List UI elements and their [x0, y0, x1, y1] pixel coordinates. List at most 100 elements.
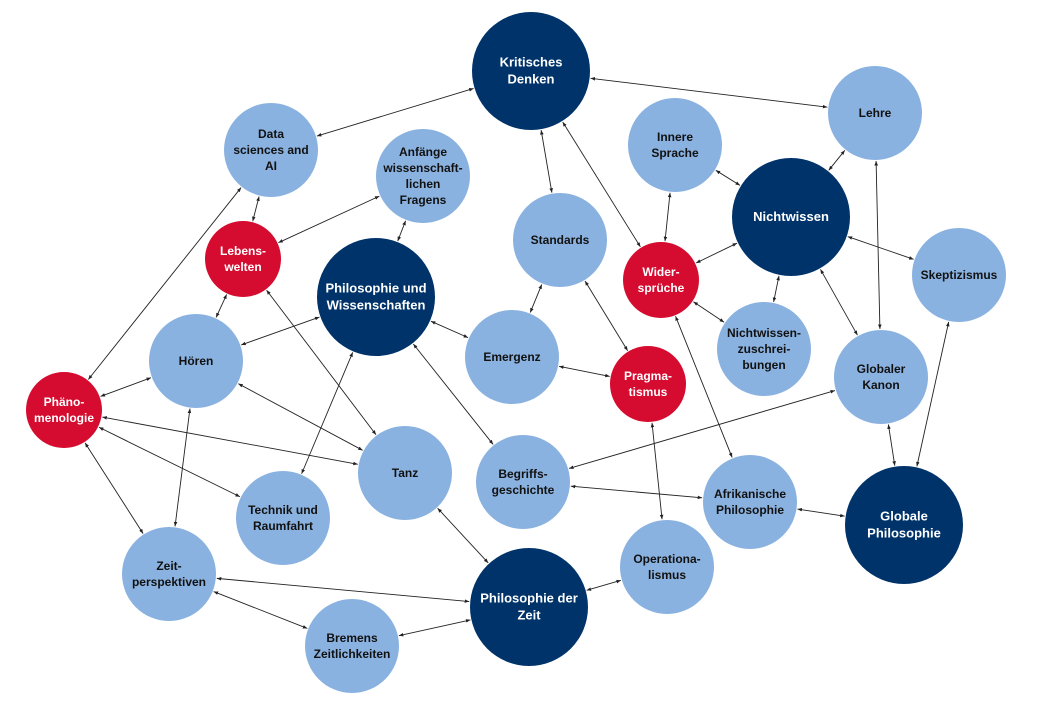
edge-afrikanische-philosophie-globale-philosophie: [797, 507, 845, 518]
edge-anfaenge-phil-wiss: [397, 220, 407, 242]
node-circle: [628, 98, 722, 192]
edge-data-sciences-phaenomenologie: [87, 187, 242, 380]
edge-nichtwissen-lehre: [828, 150, 846, 171]
edge-lehre-globaler-kanon: [874, 160, 882, 330]
node-circle: [376, 129, 470, 223]
edge-innere-sprache-nichtwissen: [715, 169, 741, 186]
node-label: Wider-sprüche: [638, 265, 685, 295]
node-label-line: sprüche: [638, 281, 685, 295]
edges-layer: [84, 77, 950, 637]
node-circle: [717, 302, 811, 396]
node-label-line: Bremens: [326, 631, 378, 645]
node-label-line: Wissenschaften: [327, 298, 426, 313]
node-label-line: Emergenz: [483, 350, 540, 364]
node-label-line: Denken: [508, 72, 555, 87]
node-standards[interactable]: Standards: [513, 193, 607, 287]
node-begriffsgeschichte[interactable]: Begriffs-geschichte: [476, 435, 570, 529]
edge-globaler-kanon-globale-philosophie: [887, 424, 896, 466]
node-nichtwissenzuschreibungen[interactable]: Nichtwissen-zuschrei-bungen: [717, 302, 811, 396]
edge-phaenomenologie-tanz: [102, 416, 358, 466]
node-nichtwissen[interactable]: Nichtwissen: [732, 158, 850, 276]
edge-philosophie-der-zeit-bremens-zeitlichkeiten: [398, 619, 471, 637]
node-label-line: Philosophie: [867, 526, 941, 541]
node-label-line: zuschrei-: [738, 342, 791, 356]
node-circle: [26, 372, 102, 448]
node-label: Phäno-menologie: [34, 395, 94, 425]
node-label-line: Kritisches: [500, 55, 563, 70]
node-label: Standards: [531, 233, 590, 247]
node-circle: [305, 599, 399, 693]
edge-widersprueche-nichtwissenzuschreibungen: [693, 301, 725, 323]
node-label-line: geschichte: [492, 483, 555, 497]
node-lebenswelten[interactable]: Lebens-welten: [205, 221, 281, 297]
edge-lebenswelten-hoeren: [215, 294, 228, 318]
node-circle: [358, 426, 452, 520]
edge-begriffsgeschichte-afrikanische-philosophie: [570, 484, 703, 500]
edge-standards-emergenz: [529, 284, 543, 313]
node-label-line: welten: [223, 260, 261, 274]
node-pragmatismus[interactable]: Pragma-tismus: [610, 346, 686, 422]
node-label-line: lichen: [406, 177, 441, 191]
edge-operationalismus-philosophie-der-zeit: [586, 579, 622, 591]
edge-nichtwissen-skeptizismus: [847, 236, 914, 260]
node-circle: [236, 471, 330, 565]
node-skeptizismus[interactable]: Skeptizismus: [912, 228, 1006, 322]
node-label-line: AI: [265, 159, 277, 173]
node-label-line: Fragens: [400, 193, 447, 207]
edge-kritisches-denken-data-sciences: [316, 88, 474, 137]
node-circle: [513, 193, 607, 287]
edge-kritisches-denken-lehre: [590, 77, 828, 109]
node-emergenz[interactable]: Emergenz: [465, 310, 559, 404]
node-zeitperspektiven[interactable]: Zeit-perspektiven: [122, 527, 216, 621]
edge-innere-sprache-widersprueche: [663, 192, 672, 242]
node-circle: [465, 310, 559, 404]
node-circle: [476, 435, 570, 529]
node-phaenomenologie[interactable]: Phäno-menologie: [26, 372, 102, 448]
node-label-line: Sprache: [651, 146, 699, 160]
node-label-line: Nichtwissen-: [727, 326, 801, 340]
node-circle: [732, 158, 850, 276]
node-label-line: Pragma-: [624, 369, 672, 383]
node-label: Pragma-tismus: [624, 369, 672, 399]
node-label-line: Afrikanische: [714, 487, 786, 501]
node-label-line: Begriffs-: [498, 467, 547, 481]
node-operationalismus[interactable]: Operationa-lismus: [620, 520, 714, 614]
node-tanz[interactable]: Tanz: [358, 426, 452, 520]
node-circle: [472, 12, 590, 130]
node-label-line: perspektiven: [132, 575, 206, 589]
node-label-line: Hören: [179, 354, 214, 368]
node-label-line: Zeit-: [156, 559, 181, 573]
node-label-line: Globale: [880, 509, 928, 524]
node-lehre[interactable]: Lehre: [828, 66, 922, 160]
node-circle: [205, 221, 281, 297]
node-circle: [620, 520, 714, 614]
edge-phaenomenologie-technik-raumfahrt: [98, 426, 241, 498]
node-label-line: Operationa-: [633, 552, 700, 566]
node-circle: [912, 228, 1006, 322]
node-label-line: Lehre: [859, 106, 892, 120]
node-circle: [149, 314, 243, 408]
node-label-line: Philosophie: [716, 503, 784, 517]
node-widersprueche[interactable]: Wider-sprüche: [623, 242, 699, 318]
node-circle: [224, 103, 318, 197]
node-label: Tanz: [392, 466, 418, 480]
node-label-line: Phäno-: [44, 395, 85, 409]
node-hoeren[interactable]: Hören: [149, 314, 243, 408]
